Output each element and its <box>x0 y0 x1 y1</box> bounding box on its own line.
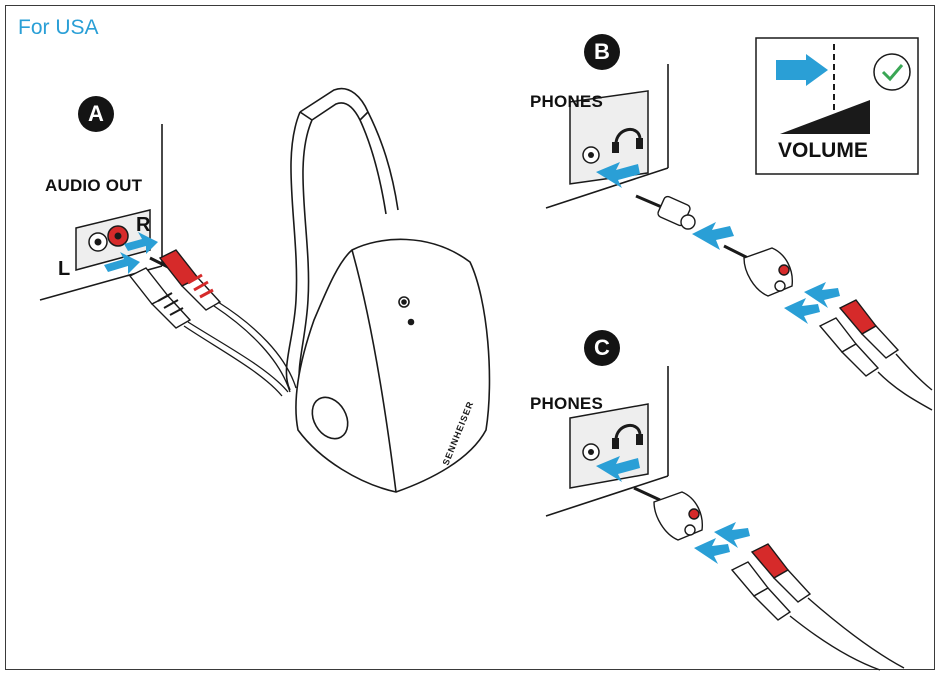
plug-adapter-b <box>635 194 696 230</box>
audio-out-jack-plate <box>75 209 151 271</box>
audio-out-label: AUDIO OUT <box>45 176 143 195</box>
arrow-right-plug <box>124 232 158 254</box>
volume-label: VOLUME <box>778 139 868 162</box>
rca-plug-red <box>149 249 222 311</box>
left-channel-label: L <box>58 258 71 280</box>
arrow-to-phones-c <box>596 456 640 482</box>
step-badge-a: A <box>78 96 114 132</box>
arrow-to-phones-b <box>596 162 640 188</box>
phones-label-c: PHONES <box>530 394 603 413</box>
arrow-to-adapter-b <box>692 222 734 250</box>
rca-plugs-b <box>818 299 933 411</box>
step-badge-b: B <box>584 34 620 70</box>
y-adapter-b <box>723 244 793 297</box>
volume-panel <box>755 37 919 175</box>
headphone-icon-c <box>612 424 643 449</box>
check-icon <box>873 53 911 91</box>
phones-label-b: PHONES <box>530 92 603 111</box>
right-channel-label: R <box>136 214 151 236</box>
arrows-rca-b <box>784 282 840 324</box>
phones-jack-plate-c <box>569 403 649 489</box>
arrows-rca-c <box>694 522 750 564</box>
rca-plugs-c <box>730 543 905 671</box>
phones-jack-plate-b <box>569 90 649 185</box>
wall-b <box>545 64 669 209</box>
wall-c <box>545 366 669 517</box>
arrow-left-plug <box>104 252 140 274</box>
rca-plug-white <box>128 267 192 329</box>
transmitter-base <box>285 87 491 493</box>
region-title: For USA <box>18 16 99 39</box>
step-badge-c: C <box>584 330 620 366</box>
y-adapter-c <box>633 486 703 541</box>
cable-a <box>183 301 297 397</box>
headphone-icon-b <box>612 128 643 153</box>
